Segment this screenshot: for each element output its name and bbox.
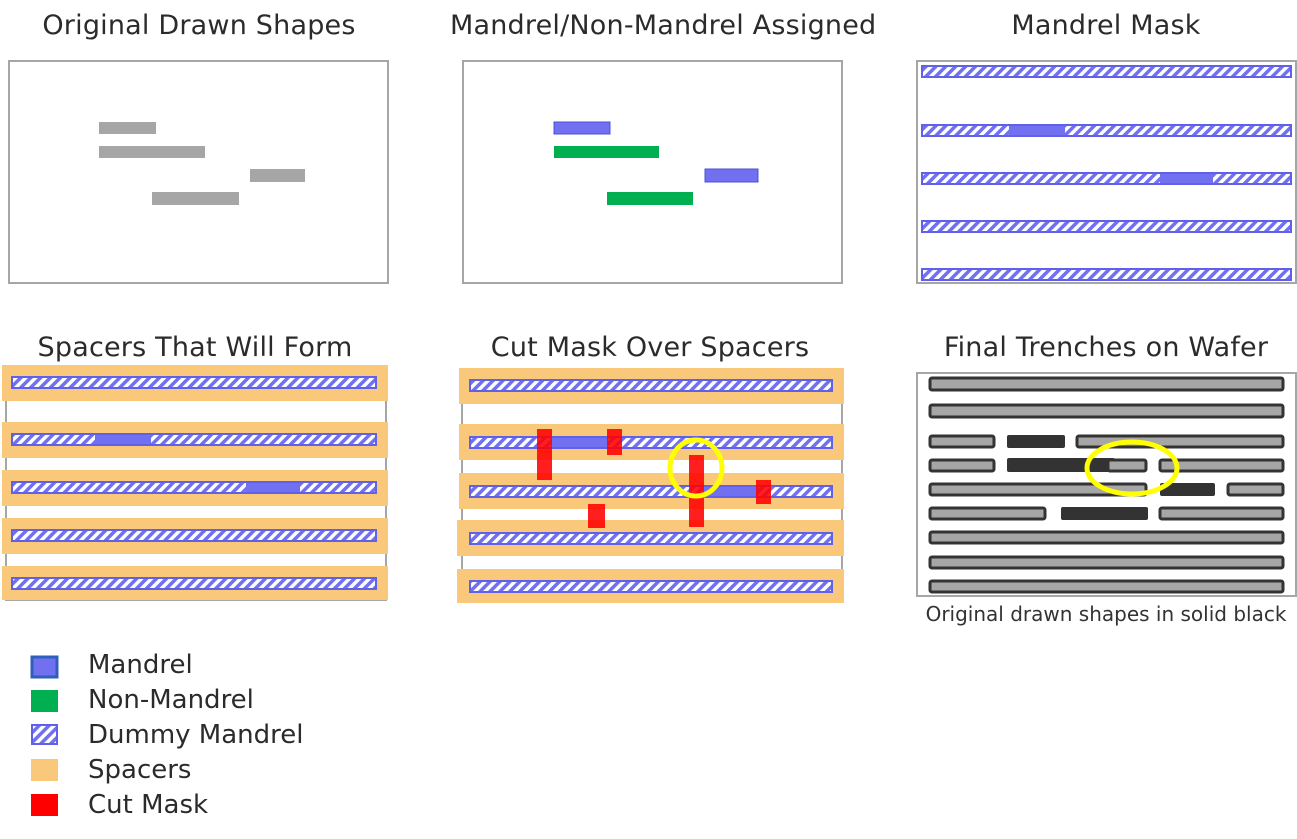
legend-label-dummy-mandrel: Dummy Mandrel [88,720,304,750]
mandrel-shape [553,121,611,135]
trench [1158,506,1285,521]
mandrel-shape [704,168,759,183]
trench-drawn [1007,435,1065,448]
legend-swatch-non-mandrel [31,690,58,712]
cut-shape [607,429,622,455]
non-mandrel-shape [554,146,659,158]
dummy-mandrel-line [469,436,833,449]
dummy-mandrel-line [921,220,1292,233]
panel-frame [8,60,389,284]
mandrel-segment [1160,174,1213,183]
panel-trenches [916,372,1297,597]
panel-title-trenches: Final Trenches on Wafer [943,332,1269,363]
drawn-shape [99,122,156,134]
highlight-circle [1084,439,1180,497]
legend-label-cut-mask: Cut Mask [88,790,209,820]
dummy-mandrel-line [11,433,377,446]
dummy-mandrel-line [921,65,1292,78]
trench [928,434,996,449]
trench [928,579,1285,594]
non-mandrel-shape [607,192,693,205]
trench [928,555,1285,570]
dummy-mandrel-line [469,485,833,498]
legend-label-mandrel: Mandrel [88,650,193,680]
trench-drawn [1007,458,1115,472]
dummy-mandrel-line [11,577,377,590]
trench [1158,458,1285,473]
panel-frame [462,60,843,284]
legend-swatch-mandrel [30,655,59,679]
legend-swatch-spacers [31,759,58,781]
highlight-circle [667,437,725,499]
panel-spacers [2,365,388,601]
panel-title-spacers: Spacers That Will Form [37,332,353,363]
dummy-mandrel-line [469,379,833,392]
legend-label-non-mandrel: Non-Mandrel [88,685,254,715]
dummy-mandrel-line [11,481,377,494]
cut-shape [689,455,704,527]
trench [928,376,1285,392]
panel-original [8,60,389,284]
legend-swatch-cut-mask [31,794,58,816]
panel-title-assigned: Mandrel/Non-Mandrel Assigned [450,10,877,41]
mandrel-segment [703,487,758,496]
drawn-shape [152,192,239,205]
dummy-mandrel-line [11,376,377,389]
trench [928,458,996,473]
dummy-mandrel-line [469,532,833,545]
legend-label-spacers: Spacers [88,755,192,785]
trenches-caption: Original drawn shapes in solid black [925,602,1287,626]
dummy-mandrel-line [921,268,1292,281]
cut-shape [588,504,605,528]
trench [928,403,1285,419]
panel-title-original: Original Drawn Shapes [42,10,356,41]
panel-cut-mask [457,368,844,603]
trench [1226,482,1285,497]
trench-drawn [1160,483,1215,496]
trench [928,530,1285,545]
mandrel-segment [95,435,151,444]
legend [30,655,59,816]
dummy-mandrel-line [921,172,1292,185]
trench [928,506,1047,521]
panel-title-cut-mask: Cut Mask Over Spacers [490,332,810,363]
cut-shape [537,429,552,480]
legend-swatch-dummy-mandrel [31,724,58,745]
mandrel-segment [551,438,608,447]
cut-shape [756,480,771,504]
dummy-mandrel-line [921,124,1292,137]
panel-assigned [462,60,843,284]
trench [1106,458,1148,473]
dummy-mandrel-line [469,580,833,593]
drawn-shape [250,169,305,182]
dummy-mandrel-line [11,529,377,542]
trench-drawn [1061,507,1148,520]
drawn-shape [99,146,205,158]
mandrel-segment [246,483,300,492]
mandrel-segment [1009,126,1065,135]
panel-title-mandrel-mask: Mandrel Mask [1011,10,1201,41]
panel-mandrel-mask [916,60,1297,284]
trench [928,482,1148,497]
